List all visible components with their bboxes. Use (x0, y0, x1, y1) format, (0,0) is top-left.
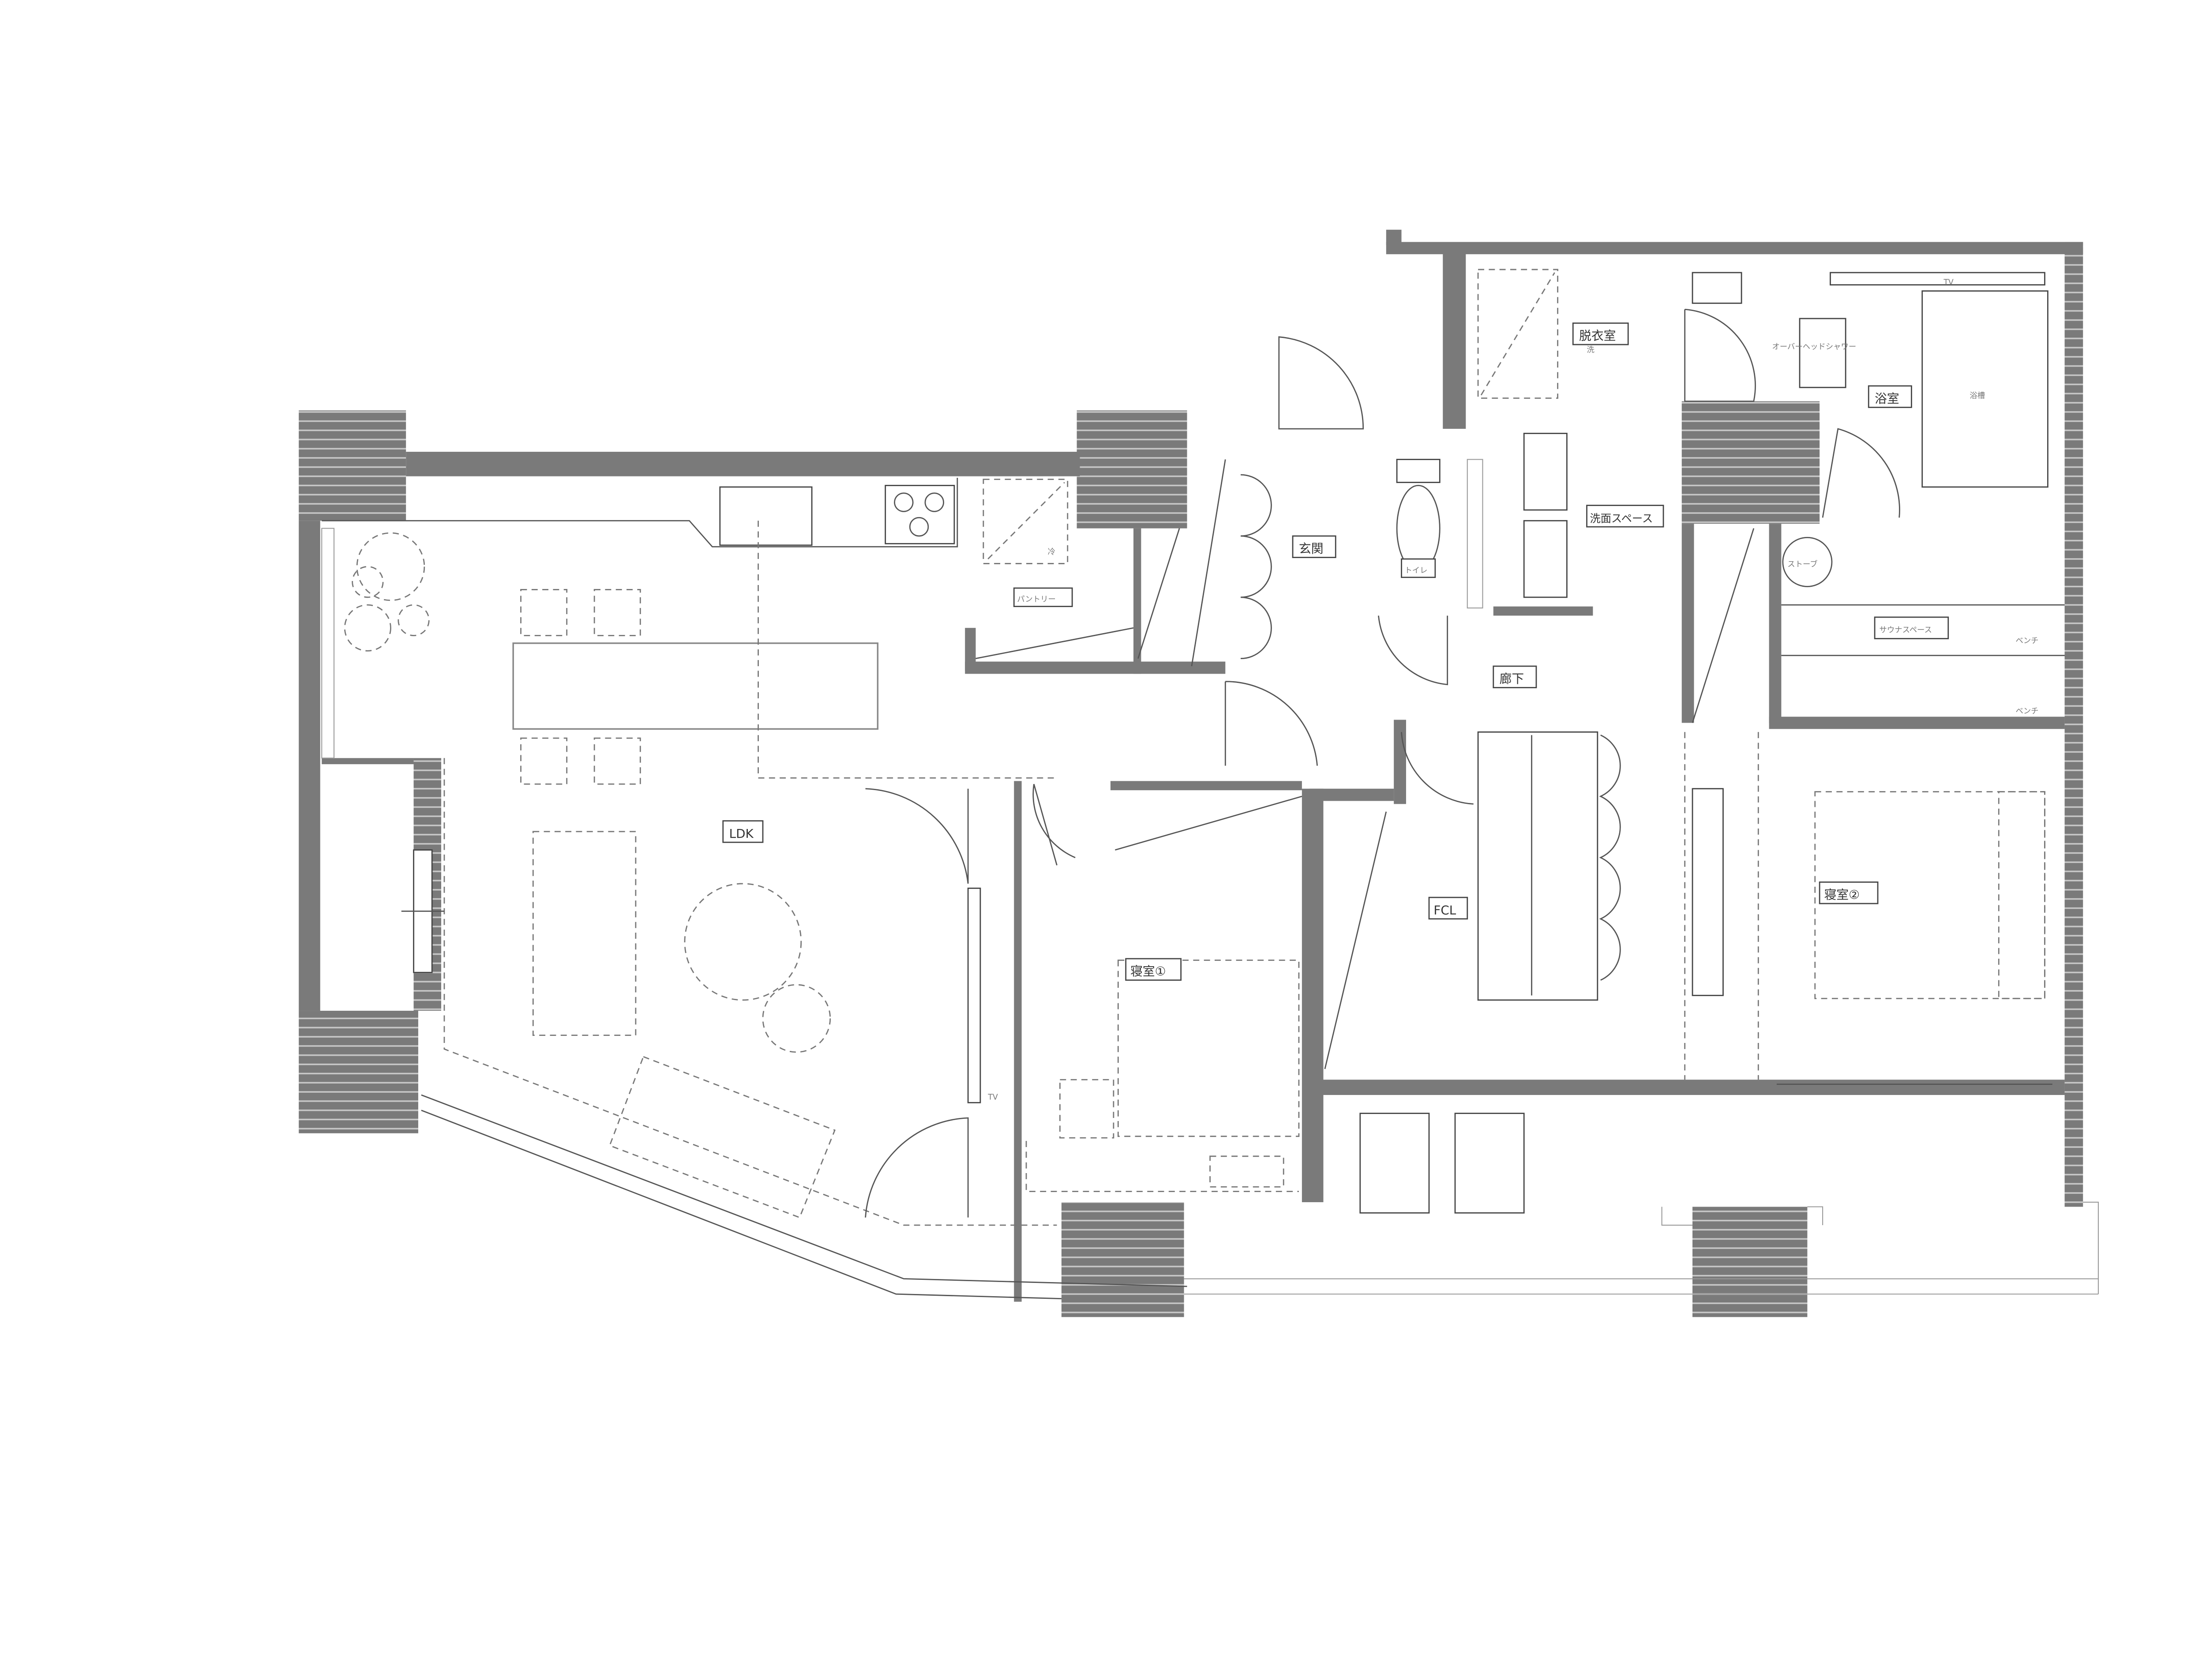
room-labels: 脱衣室 オーバーヘッドシャワー 浴室 浴槽 TV 洗面スペース 玄関 トイレ パ… (722, 278, 2039, 981)
kitchen-island (512, 642, 879, 730)
ldk-furniture: TV (321, 528, 1057, 1226)
closets (1359, 731, 1759, 1214)
label-bedroom-2: 寝室② (1824, 888, 1860, 902)
label-pantry: パントリー (1017, 595, 1056, 604)
column-bottom-right (1692, 1207, 1808, 1317)
washer-mark: 洗 (1587, 345, 1594, 354)
label-bedroom-1: 寝室① (1130, 964, 1166, 979)
bedroom-furniture (1025, 791, 2052, 1192)
label-fcl: FCL (1433, 903, 1456, 917)
label-bathroom: 浴室 (1875, 391, 1899, 406)
stove-cooktop (885, 485, 955, 544)
fridge (983, 479, 1069, 564)
label-washroom: 洗面スペース (1590, 512, 1653, 525)
label-bath-tv: TV (1943, 278, 1954, 287)
wet-area-fixtures: 洗 (1396, 269, 2065, 656)
label-bench-2: ベンチ (2015, 707, 2038, 716)
column-top-mid (1077, 410, 1187, 529)
walls (299, 229, 2083, 1302)
right-wall (2064, 242, 2083, 1207)
column-top-left (299, 410, 406, 521)
label-bench-1: ベンチ (2015, 637, 2038, 645)
ldk-tv-label: TV (987, 1093, 998, 1102)
label-sauna: サウナスペース (1880, 626, 1932, 635)
column-bottom-mid (1061, 1202, 1184, 1317)
doors (865, 308, 1900, 1218)
column-left-bottom (299, 1011, 418, 1133)
fridge-mark: 冷 (1048, 548, 1055, 557)
sink (719, 486, 813, 546)
label-stove: ストーブ (1787, 559, 1817, 569)
kitchen: 冷 (322, 478, 1069, 785)
label-entrance: 玄関 (1299, 541, 1324, 556)
label-bathtub: 浴槽 (1970, 392, 1985, 401)
label-toilet: トイレ (1404, 566, 1427, 575)
label-overhead-shower: オーバーヘッドシャワー (1772, 342, 1857, 351)
balcony (421, 1094, 2099, 1300)
label-dressing: 脱衣室 (1579, 329, 1616, 343)
label-hallway: 廊下 (1500, 671, 1524, 686)
column-bath-core (1681, 401, 1820, 524)
tv-board (967, 887, 981, 1103)
label-ldk: LDK (729, 826, 754, 841)
column-top-dressing (1443, 245, 1466, 429)
